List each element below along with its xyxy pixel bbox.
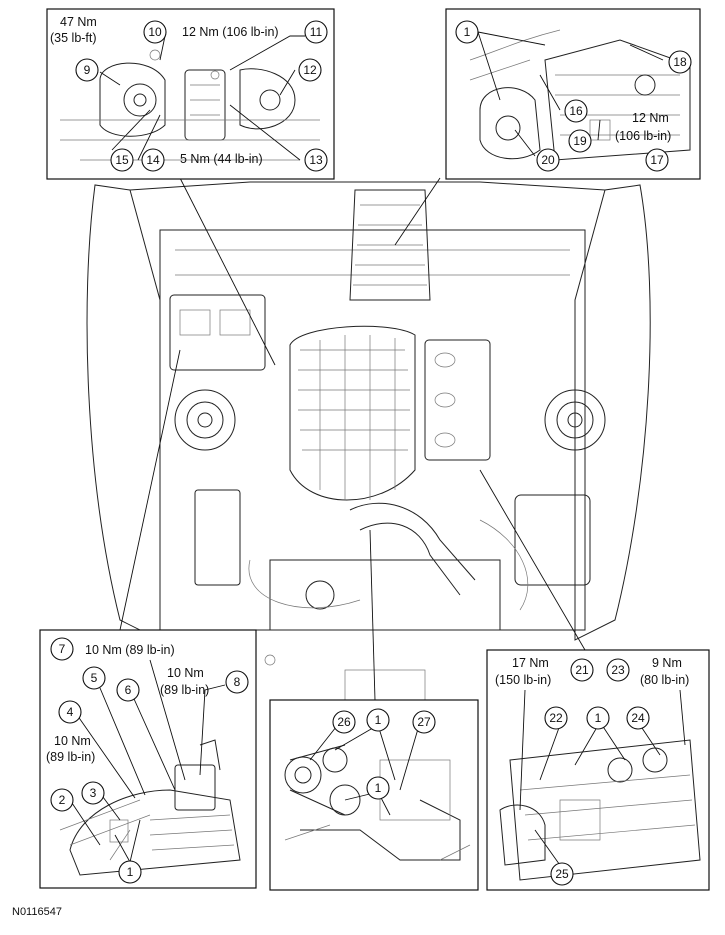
callout-1-top-right: 1 <box>455 20 479 44</box>
svg-text:11: 11 <box>310 25 323 39</box>
torque-label-10nm-left-imperial: (89 lb-in) <box>46 750 95 764</box>
svg-text:2: 2 <box>59 793 66 807</box>
torque-label-10nm-left: 10 Nm <box>54 734 91 748</box>
engine-compartment-illustration <box>86 181 651 701</box>
svg-text:7: 7 <box>59 642 66 656</box>
callout-12: 12 <box>298 58 322 82</box>
torque-label-10nm-right-imperial: (89 lb-in) <box>160 683 209 697</box>
svg-text:15: 15 <box>115 153 129 167</box>
svg-text:3: 3 <box>90 786 97 800</box>
svg-text:1: 1 <box>595 711 602 725</box>
svg-text:13: 13 <box>309 153 323 167</box>
callout-8: 8 <box>225 670 249 694</box>
callout-16: 16 <box>564 99 588 123</box>
svg-text:8: 8 <box>234 675 241 689</box>
inset-bottom-right-artwork <box>499 739 701 881</box>
callout-13: 13 <box>304 148 328 172</box>
callout-23: 23 <box>606 658 630 682</box>
callout-1-bottom-middle-lower: 1 <box>366 776 390 800</box>
torque-label-17nm: 17 Nm <box>512 656 549 670</box>
callout-20: 20 <box>536 148 560 172</box>
inset-top-left-artwork <box>60 49 320 161</box>
callout-18: 18 <box>668 50 692 74</box>
svg-text:6: 6 <box>125 683 132 697</box>
callout-17: 17 <box>645 148 669 172</box>
svg-text:27: 27 <box>417 715 431 729</box>
svg-text:1: 1 <box>127 865 134 879</box>
callout-22: 22 <box>544 706 568 730</box>
callout-26: 26 <box>332 710 356 734</box>
svg-text:17: 17 <box>650 153 664 167</box>
callout-24: 24 <box>626 706 650 730</box>
svg-text:4: 4 <box>67 705 74 719</box>
callout-4: 4 <box>58 700 82 724</box>
callout-21: 21 <box>570 658 594 682</box>
torque-label-12nm-imperial-top-right: (106 lb-in) <box>615 129 671 143</box>
callout-1-bottom-right: 1 <box>586 706 610 730</box>
svg-text:9: 9 <box>84 63 91 77</box>
callout-27: 27 <box>412 710 436 734</box>
svg-text:22: 22 <box>549 711 563 725</box>
svg-text:21: 21 <box>575 663 589 677</box>
svg-text:18: 18 <box>673 55 687 69</box>
torque-label-10nm-right: 10 Nm <box>167 666 204 680</box>
callout-3: 3 <box>81 781 105 805</box>
inset-bottom-left-artwork <box>59 739 241 876</box>
svg-text:5: 5 <box>91 671 98 685</box>
svg-text:1: 1 <box>464 25 471 39</box>
torque-label-9nm: 9 Nm <box>652 656 682 670</box>
torque-label-12nm: 12 Nm (106 lb-in) <box>182 25 279 39</box>
callout-11: 11 <box>304 20 328 44</box>
inset-bottom-middle: 26 1 27 1 <box>269 699 479 891</box>
svg-text:25: 25 <box>555 867 569 881</box>
torque-label-12nm-top-right: 12 Nm <box>632 111 669 125</box>
callout-19: 19 <box>568 129 592 153</box>
inset-top-right-artwork <box>469 29 691 161</box>
svg-text:26: 26 <box>337 715 351 729</box>
callout-15: 15 <box>110 148 134 172</box>
callout-6: 6 <box>116 678 140 702</box>
callout-7: 7 <box>50 637 74 661</box>
torque-label-47nm-imperial: (35 lb-ft) <box>50 31 97 45</box>
torque-label-9nm-imperial: (80 lb-in) <box>640 673 689 687</box>
torque-label-47nm: 47 Nm <box>60 15 97 29</box>
figure-id-label: N0116547 <box>12 906 62 918</box>
svg-text:10: 10 <box>148 25 162 39</box>
svg-text:12: 12 <box>303 63 317 77</box>
callout-1-bottom-middle-top: 1 <box>366 708 390 732</box>
callout-5: 5 <box>82 666 106 690</box>
torque-label-5nm: 5 Nm (44 lb-in) <box>180 152 263 166</box>
torque-label-10nm-top: 10 Nm (89 lb-in) <box>85 643 175 657</box>
callout-1-bottom-left: 1 <box>118 860 142 884</box>
svg-text:14: 14 <box>146 153 160 167</box>
callout-2: 2 <box>50 788 74 812</box>
svg-text:16: 16 <box>569 104 583 118</box>
callout-25: 25 <box>550 862 574 886</box>
inset-leader-lines <box>119 177 586 701</box>
svg-text:24: 24 <box>631 711 645 725</box>
svg-text:1: 1 <box>375 713 382 727</box>
svg-text:19: 19 <box>573 134 587 148</box>
svg-text:23: 23 <box>611 663 625 677</box>
inset-bottom-right: 17 Nm (150 lb-in) 9 Nm (80 lb-in) 21 23 … <box>486 649 710 891</box>
callout-9: 9 <box>75 58 99 82</box>
torque-label-17nm-imperial: (150 lb-in) <box>495 673 551 687</box>
inset-top-right: 12 Nm (106 lb-in) 1 18 16 19 20 17 <box>445 8 701 180</box>
svg-text:20: 20 <box>541 153 555 167</box>
inset-bottom-left: 10 Nm (89 lb-in) 10 Nm (89 lb-in) 10 Nm … <box>39 629 257 889</box>
callout-10: 10 <box>143 20 167 44</box>
svg-text:1: 1 <box>375 781 382 795</box>
inset-top-left: 47 Nm (35 lb-ft) 12 Nm (106 lb-in) 5 Nm … <box>46 8 335 180</box>
callout-14: 14 <box>141 148 165 172</box>
